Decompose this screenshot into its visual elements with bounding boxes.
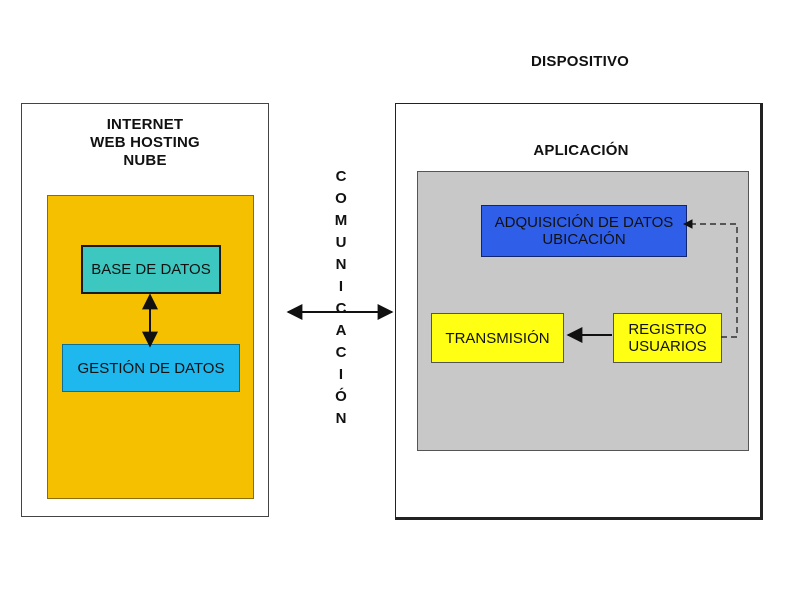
transmission-label: TRANSMISIÓN <box>445 329 550 347</box>
communication-letter: I <box>338 366 344 383</box>
transmission-box: TRANSMISIÓN <box>431 313 564 363</box>
server-title-line-3: NUBE <box>123 152 167 169</box>
server-title-line-2: WEB HOSTING <box>90 134 200 151</box>
device-title: DISPOSITIVO <box>530 53 630 70</box>
registration-to-acquisition-dashed-arrow <box>683 219 738 338</box>
communication-letter: O <box>335 190 347 207</box>
data-management-label: GESTIÓN DE DATOS <box>77 359 225 377</box>
app-area: ADQUISICIÓN DE DATOS UBICACIÓN TRANSMISI… <box>417 171 749 451</box>
registration-line-2: USUARIOS <box>628 338 707 355</box>
communication-letter: I <box>338 278 344 295</box>
communication-label: C O M U N I C A C I Ó N <box>330 166 352 430</box>
registration-line-1: REGISTRO <box>628 321 707 338</box>
acquisition-line-2: UBICACIÓN <box>542 231 626 248</box>
communication-letter: N <box>335 410 347 427</box>
device-panel: APLICACIÓN ADQUISICIÓN DE DATOS UBICACIÓ… <box>395 103 763 520</box>
registration-box: REGISTRO USUARIOS <box>613 313 722 363</box>
communication-letter: Ó <box>335 388 347 405</box>
database-label: BASE DE DATOS <box>91 261 211 278</box>
communication-letter: A <box>335 322 347 339</box>
communication-letter: C <box>335 344 347 361</box>
database-box: BASE DE DATOS <box>81 245 221 294</box>
communication-letter: U <box>335 234 347 251</box>
acquisition-box: ADQUISICIÓN DE DATOS UBICACIÓN <box>481 205 687 257</box>
communication-letter: C <box>335 168 347 185</box>
server-title: INTERNET WEB HOSTING NUBE <box>22 116 268 170</box>
server-title-line-1: INTERNET <box>106 116 184 133</box>
communication-letter: M <box>334 212 348 229</box>
acquisition-line-1: ADQUISICIÓN DE DATOS <box>494 214 674 231</box>
app-title: APLICACIÓN <box>533 142 629 159</box>
communication-letter: N <box>335 256 347 273</box>
